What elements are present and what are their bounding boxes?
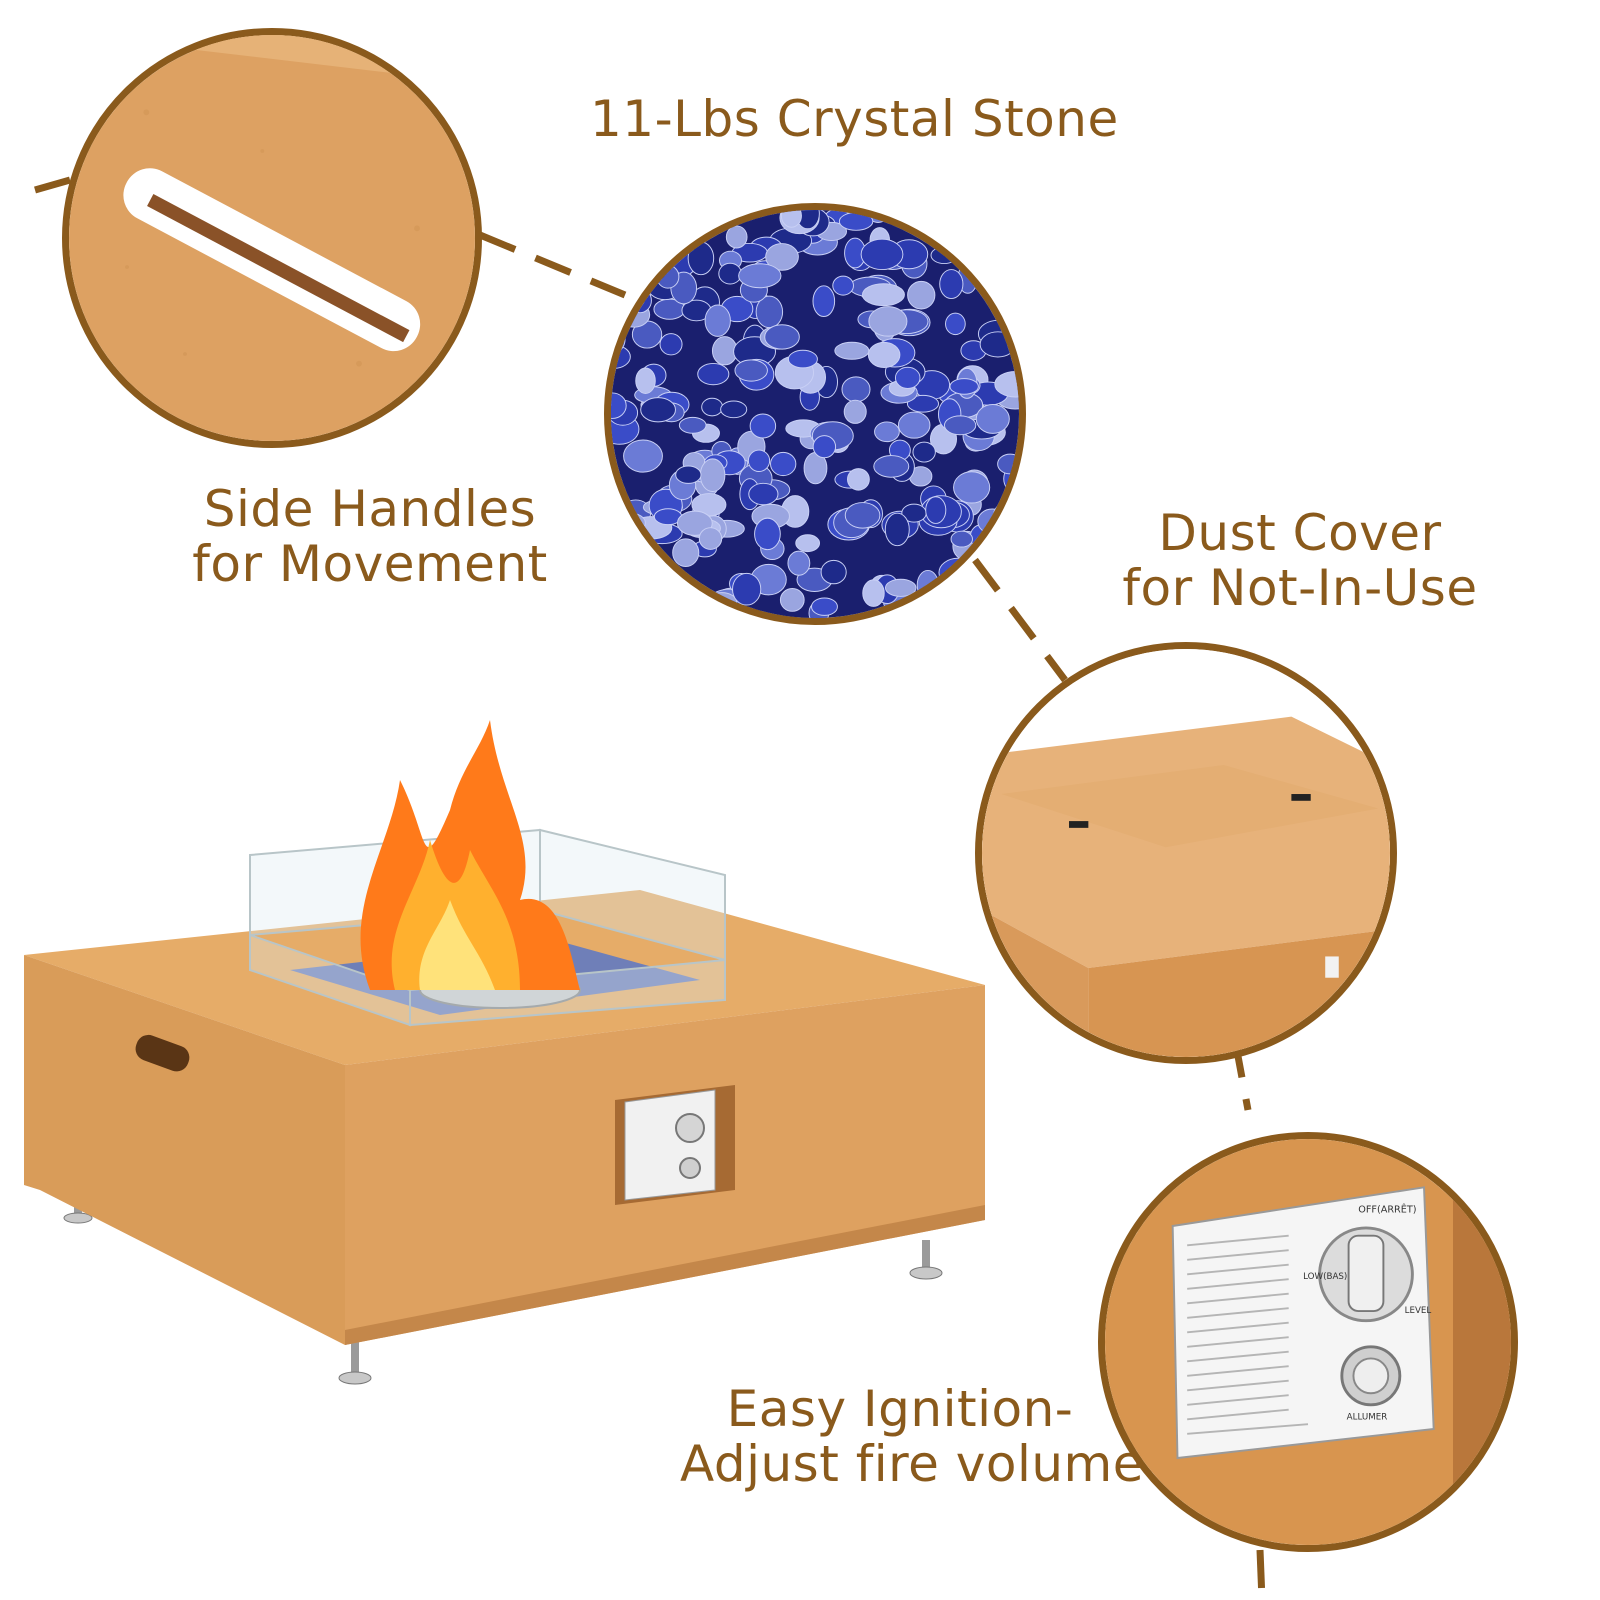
glass-stone (950, 530, 973, 548)
glass-stone (704, 304, 731, 337)
glass-stone (912, 441, 936, 463)
glass-stone (812, 285, 836, 318)
glass-stone (897, 411, 931, 439)
glass-stone (779, 588, 805, 612)
glass-stone (738, 263, 782, 289)
fire-pit-illustration (24, 720, 985, 1385)
glass-stone (725, 225, 748, 249)
glass-stone (770, 451, 797, 477)
glass-stone (862, 579, 885, 607)
dust-cover-caption: Dust Cover for Not-In-Use (1110, 506, 1490, 616)
glass-stone (640, 397, 676, 423)
glass-stone (747, 449, 771, 473)
crystal-stone-caption: 11-Lbs Crystal Stone (590, 90, 1119, 148)
glass-stone (635, 367, 656, 394)
glass-stone (975, 404, 1010, 434)
level-label: LEVEL (1405, 1306, 1432, 1316)
glass-stone (867, 341, 901, 368)
glass-stone (834, 341, 870, 360)
off-label: OFF(ARRÊT) (1358, 1202, 1416, 1215)
glass-stone (697, 362, 730, 386)
glass-stone (748, 482, 779, 506)
glass-stone (623, 439, 663, 473)
glass-stone (861, 283, 905, 307)
glass-stone (884, 512, 910, 547)
ignition-panel-callout: OFF(ARRÊT) LOW(BAS) LEVEL ALLUMER (1098, 1132, 1518, 1552)
glass-stone (611, 392, 627, 419)
ignition-caption-line2: Adjust fire volume (680, 1435, 1145, 1493)
glass-stone (672, 538, 700, 567)
glass-stone (860, 238, 904, 271)
glass-stone (734, 359, 768, 382)
glass-stone (659, 333, 683, 356)
glass-stone (764, 324, 800, 350)
glass-stone (832, 275, 854, 296)
glass-stone (847, 468, 870, 491)
glass-stone (656, 264, 680, 289)
glass-stone (997, 453, 1019, 475)
glass-stone (699, 458, 726, 493)
glass-stone (894, 366, 921, 389)
crystal-stone-callout (604, 203, 1026, 625)
glass-stone (943, 415, 977, 436)
glass-stone (953, 471, 991, 504)
glass-stone (701, 397, 724, 417)
glass-stone (678, 416, 707, 434)
glass-stone (812, 435, 837, 459)
side-handles-caption-line1: Side Handles (203, 480, 537, 538)
glass-stone (811, 597, 838, 616)
glass-stone (755, 295, 784, 329)
ignition-caption-line1: Easy Ignition- (726, 1380, 1074, 1438)
glass-stone (884, 578, 917, 597)
glass-stone (720, 400, 748, 419)
glass-stone (780, 210, 802, 228)
glass-stone (749, 413, 777, 439)
glass-stone (873, 455, 910, 478)
dust-cover-callout (975, 642, 1397, 1064)
glass-stone (787, 349, 818, 369)
side-handles-caption: Side Handles for Movement (180, 482, 560, 592)
glass-stone (925, 496, 947, 524)
ignition-caption: Easy Ignition- Adjust fire volume (680, 1380, 1145, 1493)
glass-stone (979, 331, 1017, 358)
glass-stone (843, 399, 867, 424)
glass-stone (795, 534, 821, 553)
side-handle-callout (62, 28, 482, 448)
glass-stone (687, 241, 715, 276)
ignition-panel-graphic: OFF(ARRÊT) LOW(BAS) LEVEL ALLUMER (1105, 1139, 1511, 1545)
side-handles-caption-line2: for Movement (192, 535, 548, 593)
glass-stone (754, 517, 781, 551)
glass-stone (820, 559, 847, 585)
glass-stone (874, 421, 900, 443)
glass-stone (939, 269, 964, 300)
glass-stone (868, 306, 908, 337)
glass-stone (765, 243, 799, 271)
glass-stone (787, 550, 811, 576)
dust-cover-caption-line1: Dust Cover (1158, 504, 1442, 562)
glass-stone (945, 312, 966, 336)
glass-stone (732, 572, 762, 606)
ignite-label: ALLUMER (1347, 1412, 1388, 1422)
glass-stone (949, 378, 979, 395)
glass-stone (907, 280, 936, 310)
glass-stone (844, 502, 881, 529)
glass-stone (906, 394, 940, 413)
dust-cover-caption-line2: for Not-In-Use (1122, 559, 1478, 617)
glass-stone (718, 262, 742, 285)
glass-stone (675, 465, 702, 484)
glass-stone (838, 212, 874, 231)
glass-stone (698, 527, 723, 550)
glass-stone (676, 510, 713, 536)
low-label: LOW(BAS) (1303, 1272, 1347, 1282)
glass-stone (841, 376, 871, 403)
